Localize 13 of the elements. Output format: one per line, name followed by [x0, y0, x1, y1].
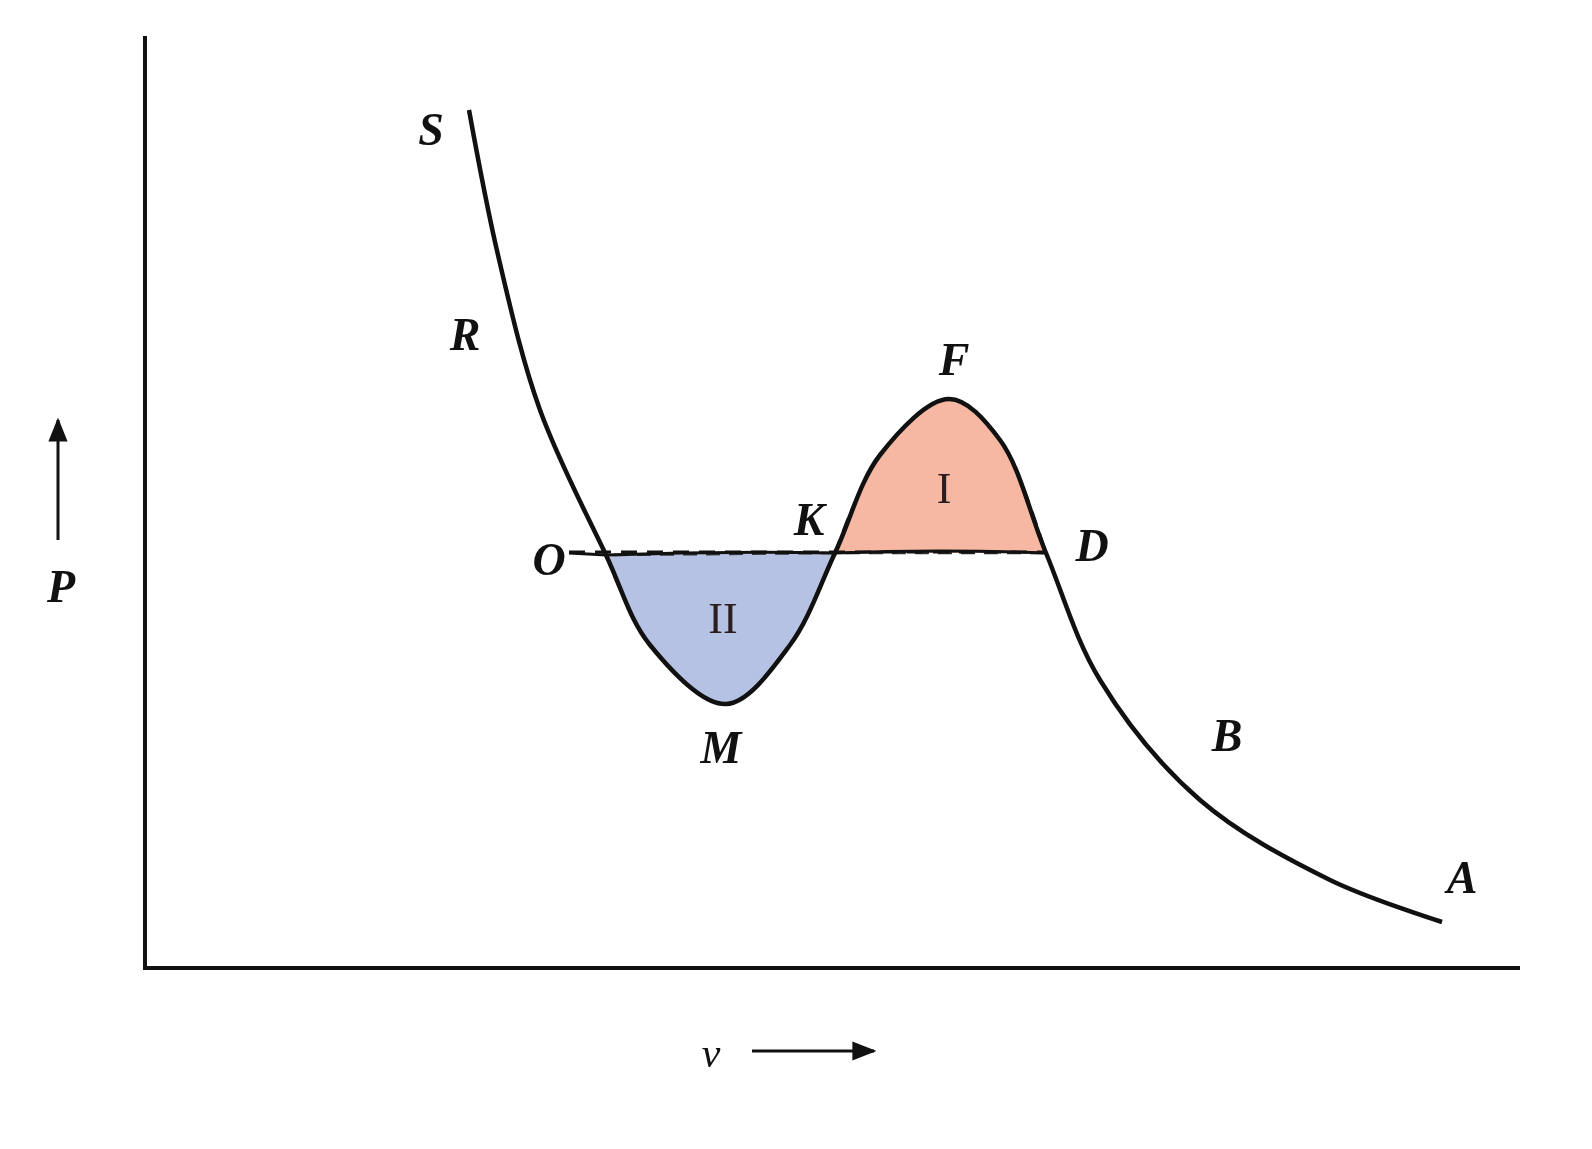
point-label: A: [1446, 855, 1478, 901]
axis-label: v: [701, 1032, 721, 1074]
point-label: B: [1211, 713, 1243, 759]
point-label: D: [1075, 523, 1109, 569]
axis-label: P: [46, 564, 76, 610]
point-label: F: [938, 337, 970, 383]
point-label: M: [700, 725, 742, 771]
point-label: K: [793, 497, 825, 543]
point-label: O: [532, 537, 566, 583]
area-label: II: [708, 597, 738, 641]
point-label: R: [449, 312, 481, 358]
area-label: I: [936, 467, 952, 511]
point-label: S: [418, 107, 444, 153]
